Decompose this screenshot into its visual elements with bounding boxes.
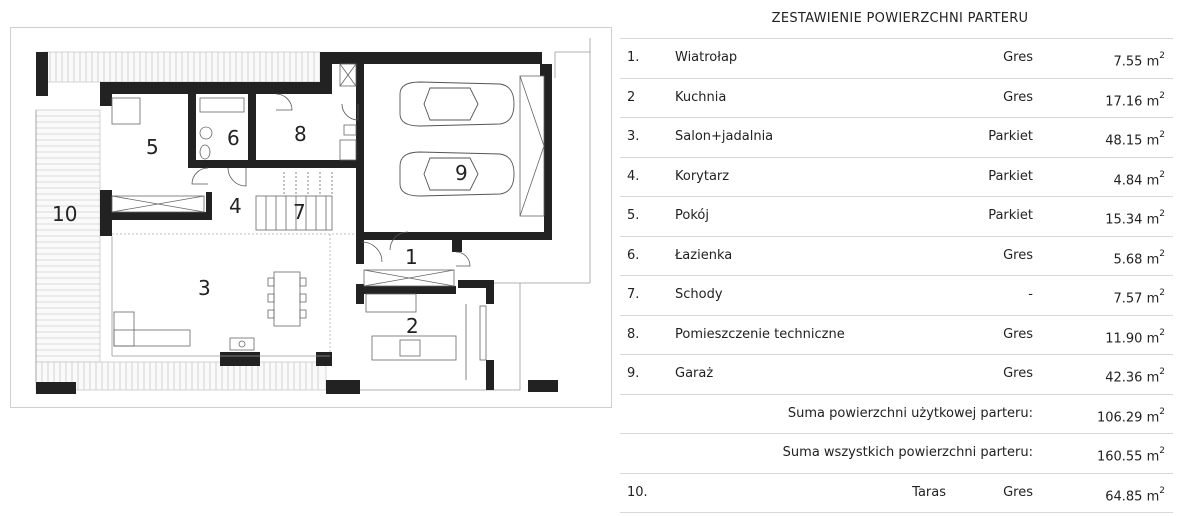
room-area: 7.57 m2 bbox=[1113, 288, 1166, 307]
room-name: Pomieszczenie techniczne bbox=[675, 326, 845, 342]
room-area: 48.15 m2 bbox=[1105, 130, 1165, 149]
room-name: Łazienka bbox=[675, 247, 733, 263]
floor-material: - bbox=[1028, 287, 1033, 302]
floor-material: Gres bbox=[1003, 326, 1033, 342]
row-number: 5. bbox=[627, 208, 640, 223]
room-name: Garaż bbox=[675, 366, 714, 381]
terrace-decking-left bbox=[35, 109, 101, 383]
room-area: 64.85 m2 bbox=[1105, 485, 1165, 504]
room-name: Salon+jadalnia bbox=[675, 129, 774, 144]
table-row: 7. Schody - 7.57 m2 bbox=[620, 276, 1173, 316]
room-name: Korytarz bbox=[675, 168, 730, 184]
room-label-3: 3 bbox=[198, 276, 211, 300]
door-swings bbox=[191, 93, 471, 267]
floor-material: Gres bbox=[1003, 50, 1033, 65]
room-area: 42.36 m2 bbox=[1105, 367, 1165, 386]
row-number: 1. bbox=[627, 50, 640, 65]
room-area: 17.16 m2 bbox=[1105, 90, 1165, 109]
room-label-1: 1 bbox=[405, 245, 418, 269]
interior-fixtures bbox=[111, 63, 545, 380]
floor-plan-diagram: 1 2 3 4 5 6 7 8 9 10 bbox=[35, 38, 591, 394]
floor-material: Gres bbox=[1003, 366, 1033, 381]
sum-label: Suma powierzchni użytkowej parteru: bbox=[787, 405, 1033, 421]
row-number: 10. bbox=[627, 484, 648, 500]
table-row: 2 Kuchnia Gres 17.16 m2 bbox=[620, 79, 1173, 118]
room-name: Pokój bbox=[675, 208, 709, 223]
table-row: 9. Garaż Gres 42.36 m2 bbox=[620, 355, 1173, 395]
room-area: 15.34 m2 bbox=[1105, 209, 1165, 228]
room-label-7: 7 bbox=[293, 200, 306, 224]
room-name: Schody bbox=[675, 287, 723, 302]
table-row: 1. Wiatrołap Gres 7.55 m2 bbox=[620, 38, 1173, 79]
table-row: 5. Pokój Parkiet 15.34 m2 bbox=[620, 197, 1173, 237]
garage-cars bbox=[399, 81, 515, 197]
room-label-8: 8 bbox=[294, 122, 307, 146]
room-label-9: 9 bbox=[455, 161, 468, 185]
row-number: 8. bbox=[627, 326, 640, 342]
room-label-5: 5 bbox=[146, 135, 159, 159]
sum-area: 106.29 m2 bbox=[1096, 406, 1165, 425]
area-table: 1. Wiatrołap Gres 7.55 m2 2 Kuchnia Gres… bbox=[620, 38, 1173, 513]
terrace-decking-top bbox=[43, 51, 321, 83]
floor-material: Gres bbox=[1003, 484, 1033, 500]
room-name: Taras bbox=[912, 484, 946, 500]
room-label-10: 10 bbox=[52, 202, 77, 226]
room-area: 7.55 m2 bbox=[1113, 51, 1166, 70]
row-number: 4. bbox=[627, 168, 640, 184]
room-name: Kuchnia bbox=[675, 89, 727, 105]
room-name: Wiatrołap bbox=[675, 50, 738, 65]
row-number: 7. bbox=[627, 287, 640, 302]
floor-material: Gres bbox=[1003, 247, 1033, 263]
room-area: 11.90 m2 bbox=[1105, 327, 1165, 346]
room-area: 4.84 m2 bbox=[1113, 169, 1166, 188]
row-number: 9. bbox=[627, 366, 640, 381]
walls bbox=[36, 52, 558, 394]
sum-area: 160.55 m2 bbox=[1096, 446, 1165, 465]
floor-material: Gres bbox=[1003, 89, 1033, 105]
room-area: 5.68 m2 bbox=[1113, 248, 1166, 267]
table-title: ZESTAWIENIE POWIERZCHNI PARTERU bbox=[771, 11, 1029, 26]
floor-material: Parkiet bbox=[988, 208, 1033, 223]
table-row: 6. Łazienka Gres 5.68 m2 bbox=[620, 237, 1173, 276]
row-number: 3. bbox=[627, 129, 640, 144]
floor-material: Parkiet bbox=[988, 129, 1033, 144]
table-row-total-sum: Suma wszystkich powierzchni parteru: 160… bbox=[620, 434, 1173, 474]
row-number: 6. bbox=[627, 247, 640, 263]
sum-label: Suma wszystkich powierzchni parteru: bbox=[782, 445, 1033, 460]
room-label-2: 2 bbox=[406, 314, 419, 338]
table-row: 8. Pomieszczenie techniczne Gres 11.90 m… bbox=[620, 316, 1173, 355]
row-number: 2 bbox=[627, 89, 636, 105]
room-label-4: 4 bbox=[229, 194, 242, 218]
table-row: 3. Salon+jadalnia Parkiet 48.15 m2 bbox=[620, 118, 1173, 158]
floor-material: Parkiet bbox=[988, 168, 1033, 184]
table-row-usable-sum: Suma powierzchni użytkowej parteru: 106.… bbox=[620, 395, 1173, 434]
table-row: 4. Korytarz Parkiet 4.84 m2 bbox=[620, 158, 1173, 197]
table-row-terrace: 10. Taras Gres 64.85 m2 bbox=[620, 474, 1173, 513]
room-label-6: 6 bbox=[227, 126, 240, 150]
terrace-decking-bottom bbox=[35, 361, 327, 391]
